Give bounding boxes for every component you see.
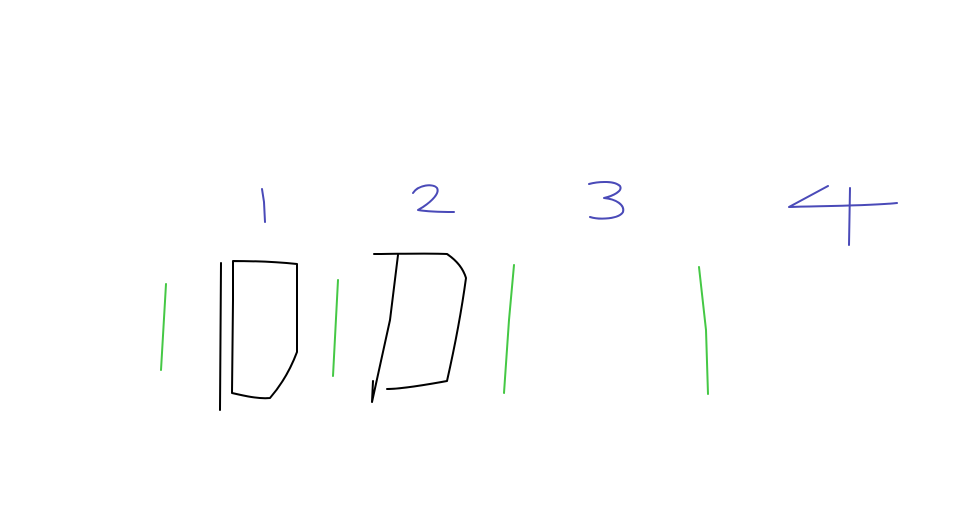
divider-line — [160, 283, 167, 371]
d-shape — [219, 262, 222, 411]
digit-four-glyph — [788, 185, 898, 208]
d-shape — [373, 252, 467, 390]
digit-two-glyph — [412, 184, 455, 213]
divider-line — [698, 266, 709, 395]
divider-line — [332, 279, 339, 377]
divider-line — [503, 264, 515, 394]
digit-group — [261, 180, 898, 246]
digit-four-glyph — [848, 187, 851, 246]
digit-one-glyph — [261, 188, 266, 223]
d-shape — [231, 260, 298, 400]
d-shape — [371, 254, 399, 403]
box-group — [219, 252, 467, 411]
digit-three-glyph — [588, 180, 625, 220]
separator-group — [160, 264, 709, 395]
